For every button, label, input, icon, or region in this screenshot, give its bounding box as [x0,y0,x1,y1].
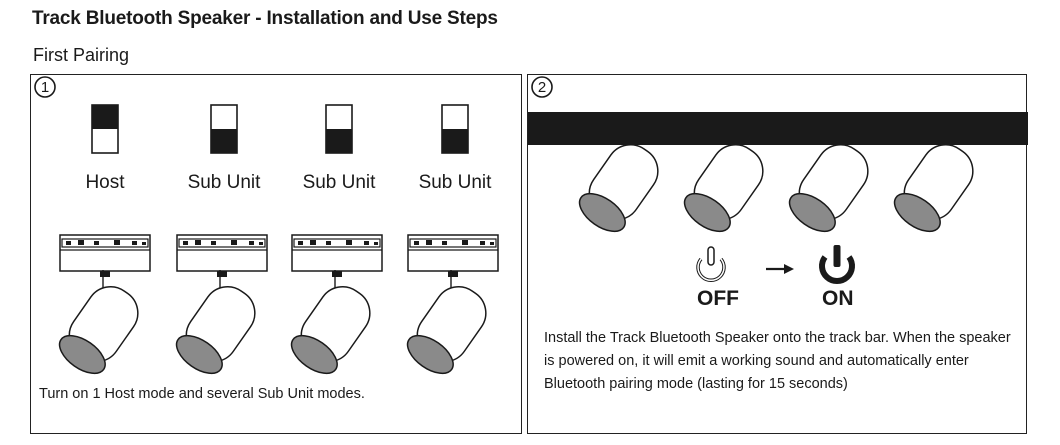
track-bar [528,112,1028,145]
mode-switch-icon-sub-2 [325,104,353,154]
mode-switch-icon-sub-1 [210,104,238,154]
power-on-icon [819,245,855,284]
step-number-2: 2 [531,76,553,98]
step-1-panel: 1 [30,74,522,434]
step-2-caption: Install the Track Bluetooth Speaker onto… [544,330,1011,392]
svg-text:2: 2 [538,79,546,96]
arrow-right-icon [766,264,794,274]
unit-label-sub-3: Sub Unit [418,172,492,193]
speaker-icon [572,134,983,240]
unit-label-sub-1: Sub Unit [187,172,261,193]
section-subtitle: First Pairing [33,45,130,65]
mode-switch-icon-sub-3 [441,104,469,154]
unit-label-sub-2: Sub Unit [302,172,376,193]
svg-text:1: 1 [41,79,49,96]
power-off-icon [696,246,726,283]
step-1-illustration [52,104,499,375]
off-label: OFF [697,287,739,310]
document-title: Track Bluetooth Speaker - Installation a… [32,8,498,29]
on-label: ON [822,287,854,310]
step-1-caption: Turn on 1 Host mode and several Sub Unit… [39,386,365,402]
speaker-icon [52,269,496,375]
unit-label-host: Host [85,172,125,193]
track-adapter-icon [59,234,499,278]
mode-switch-icon-host [91,104,119,154]
step-2-illustration [528,112,1028,284]
step-2-panel: 2 [527,74,1028,434]
step-number-1: 1 [34,76,56,98]
